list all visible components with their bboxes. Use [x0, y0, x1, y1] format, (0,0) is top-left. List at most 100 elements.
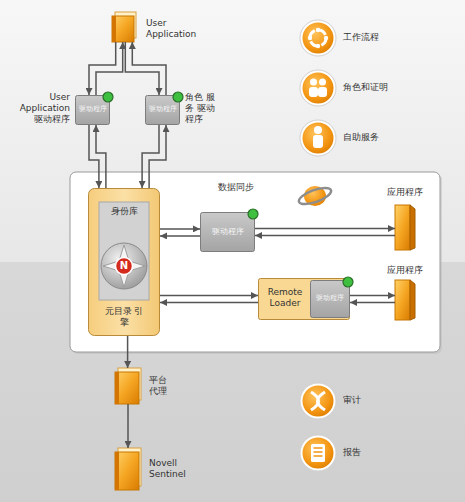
- app-side: [410, 205, 415, 250]
- agent-icon: 平台 代理: [115, 368, 141, 404]
- node-label: 身份库: [88, 206, 160, 217]
- node-label: 应用程序: [381, 187, 429, 198]
- icon-disc: [303, 438, 334, 469]
- glyph-line: [314, 451, 323, 453]
- icon-glyph: [313, 126, 323, 148]
- glyph-head: [314, 126, 322, 134]
- glyph-dot: [316, 28, 320, 32]
- node-label: 角色和证明: [343, 82, 433, 93]
- app-side: [410, 280, 415, 320]
- connector: [160, 296, 258, 303]
- connector: [89, 125, 106, 188]
- node-label: 应用程序: [381, 265, 429, 276]
- icon-disc: [303, 73, 334, 104]
- connector: [160, 229, 200, 236]
- node-label: Remote Loader: [261, 287, 309, 309]
- driver-outline: [311, 281, 350, 318]
- connector-line: [160, 235, 200, 237]
- connector-line: [142, 125, 159, 188]
- icon-glyph: [311, 444, 325, 462]
- icon-ring: [300, 70, 336, 106]
- page-front: [112, 16, 134, 42]
- icon-disc: [303, 123, 334, 154]
- feature-icon: 报告: [300, 435, 336, 471]
- book-shape: [115, 448, 141, 490]
- page-spine: [112, 16, 116, 42]
- node-label: 驱动程序: [200, 226, 255, 237]
- node-label: 工作流程: [343, 32, 433, 43]
- app-shape: [395, 280, 415, 320]
- node-caption: 元目录 引擎: [102, 306, 146, 328]
- driver-outline: [201, 213, 255, 252]
- driver-box: 驱动程序: [310, 280, 350, 318]
- node-label: 驱动程序: [310, 293, 350, 304]
- connector-line: [149, 125, 166, 188]
- connector-line: [127, 336, 129, 368]
- connector-line: [350, 302, 395, 304]
- glyph-body: [318, 87, 327, 97]
- node-label: 驱动程序: [75, 104, 110, 115]
- connector-line: [132, 42, 166, 95]
- connector: [255, 229, 395, 236]
- application-icon: 应用程序: [395, 205, 415, 250]
- connector: [125, 42, 166, 95]
- application-icon: 应用程序: [395, 280, 415, 320]
- connector-line: [160, 302, 258, 304]
- glyph-ring: [310, 30, 326, 46]
- glyph-body: [313, 135, 323, 148]
- connector-line: [96, 125, 106, 188]
- node-label: 审计: [343, 395, 403, 406]
- glyph-stroke: [318, 392, 326, 410]
- connector: [128, 404, 129, 448]
- driver-box: 驱动程序: [200, 212, 255, 252]
- glyph-line: [314, 455, 323, 457]
- connector-line: [89, 125, 99, 188]
- feature-icon: 角色和证明: [300, 70, 336, 106]
- connector: [89, 42, 123, 95]
- icon-glyph: [308, 28, 328, 48]
- logo-letter: N: [118, 260, 130, 271]
- glyph-page: [311, 444, 325, 462]
- circle-shape: [300, 120, 336, 156]
- driver-box: 驱动程序User Application 驱动程序: [75, 95, 110, 125]
- status-light: [248, 209, 258, 219]
- engine-outline: [89, 189, 160, 336]
- circle-shape: [300, 435, 336, 471]
- icon-ring: [300, 120, 336, 156]
- sentinel-icon: Novell Sentinel: [115, 448, 141, 490]
- feature-icon: 工作流程: [300, 20, 336, 56]
- logo-star: [103, 245, 145, 287]
- node-label: 报告: [343, 447, 403, 458]
- connector-line: [96, 42, 123, 95]
- vault-panel: [99, 202, 149, 300]
- app-front: [395, 205, 410, 250]
- icon-ring: [300, 20, 336, 56]
- page-spine: [115, 452, 119, 490]
- system-container: [70, 172, 440, 352]
- connector-line: [160, 228, 200, 230]
- node-label: 平台 代理: [149, 375, 173, 397]
- logo-disc: [101, 243, 147, 289]
- connector-line: [127, 404, 129, 448]
- status-light: [173, 92, 183, 102]
- page-spine: [115, 372, 119, 404]
- logo-core: [116, 258, 133, 275]
- feature-icon: 自助服务: [300, 120, 336, 156]
- node-caption: 角色 服务 驱动程序: [185, 92, 223, 125]
- connector-line: [160, 295, 258, 297]
- circle-shape: [300, 20, 336, 56]
- page-front: [115, 372, 139, 404]
- icon-glyph: [311, 392, 325, 410]
- sync-ring: [297, 185, 333, 208]
- icon-ring: [300, 435, 336, 471]
- connector: [127, 336, 128, 368]
- feature-icon: 审计: [300, 383, 336, 419]
- circle-shape: [300, 383, 336, 419]
- circle-shape: [300, 70, 336, 106]
- glyph-dot: [316, 44, 320, 48]
- book-shape: [115, 368, 141, 404]
- node-label: User Application: [146, 18, 208, 40]
